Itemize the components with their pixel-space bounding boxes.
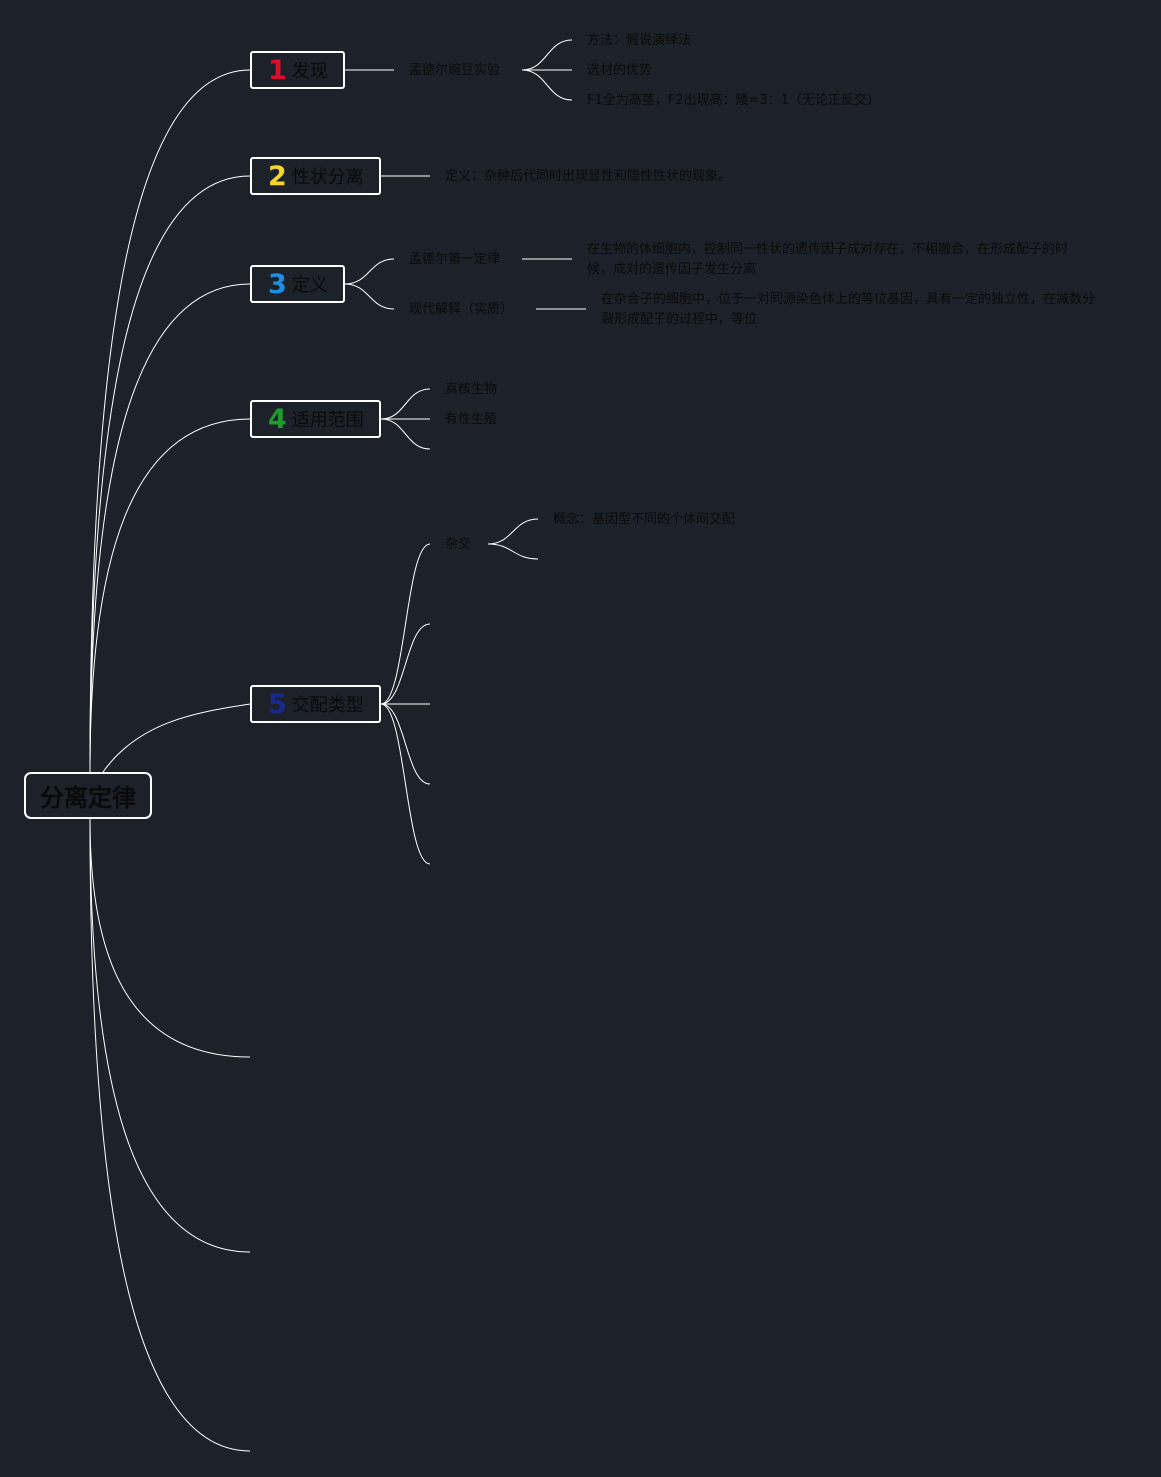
root-to-branch-3 bbox=[89, 283, 251, 773]
branch-label: 定义 bbox=[291, 275, 328, 296]
branch5-to-empty-2 bbox=[380, 623, 431, 705]
number-four-icon: 4 bbox=[268, 403, 287, 435]
root-to-branch-2 bbox=[89, 175, 251, 773]
branch5-to-empty-5 bbox=[380, 703, 431, 865]
leaf-eukaryotes[interactable]: 真核生物 bbox=[445, 382, 498, 397]
modern-interpretation-detail[interactable]: 在杂合子的细胞中，位于一对同源染色体上的等位基因，具有一定的独立性，在减数分裂形… bbox=[601, 292, 1096, 327]
branch3-to-modern bbox=[344, 283, 395, 310]
hybridization-to-concept bbox=[487, 518, 539, 545]
branch-trait-segregation[interactable]: 2 性状分离 bbox=[250, 157, 381, 195]
modern-interpretation[interactable]: 现代解释（实质） bbox=[409, 302, 514, 317]
branch4-to-empty bbox=[380, 418, 431, 450]
branch-label: 交配类型 bbox=[291, 695, 364, 716]
number-one-icon: 1 bbox=[268, 54, 287, 86]
leaf-hybridization-concept[interactable]: 概念：基因型不同的个体间交配 bbox=[553, 512, 736, 527]
branch-definition[interactable]: 3 定义 bbox=[250, 265, 345, 303]
branch-label: 适用范围 bbox=[291, 410, 364, 431]
leaf-f1-f2-ratio[interactable]: F1全为高茎，F2出现高：矮=3：1（无论正反交） bbox=[587, 93, 880, 108]
hybridization-node[interactable]: 杂交 bbox=[445, 537, 472, 552]
root-to-branch-4 bbox=[89, 418, 251, 773]
number-three-icon: 3 bbox=[268, 268, 287, 300]
leaf-segregation-definition[interactable]: 定义：杂种后代同时出现显性和隐性性状的现象。 bbox=[445, 169, 732, 184]
branch5-to-empty-4 bbox=[380, 703, 431, 785]
branch5-to-hybridization bbox=[380, 543, 431, 705]
leaf-sexual-reproduction[interactable]: 有性生殖 bbox=[445, 412, 498, 427]
branch-label: 性状分离 bbox=[291, 167, 364, 188]
branch-mating-types[interactable]: 5 交配类型 bbox=[250, 685, 381, 723]
mendel-pea-experiment[interactable]: 孟德尔豌豆实验 bbox=[409, 63, 501, 78]
branch-scope[interactable]: 4 适用范围 bbox=[250, 400, 381, 438]
root-to-branch-1 bbox=[89, 69, 251, 773]
branch3-to-first-law bbox=[344, 258, 395, 285]
number-two-icon: 2 bbox=[268, 160, 287, 192]
mendel-first-law[interactable]: 孟德尔第一定律 bbox=[409, 252, 501, 267]
root-to-branch-5 bbox=[102, 703, 251, 773]
experiment-to-ratio bbox=[521, 69, 573, 101]
root-node[interactable]: 分离定律 bbox=[24, 772, 152, 819]
root-to-empty-branch-8 bbox=[89, 818, 251, 1452]
first-law-detail[interactable]: 在生物的体细胞内，控制同一性状的遗传因子成对存在，不相融合，在形成配子的时候，成… bbox=[587, 242, 1069, 277]
root-to-empty-branch-7 bbox=[89, 818, 251, 1253]
branch4-to-eukaryotes bbox=[380, 388, 431, 420]
branch-discovery[interactable]: 1 发现 bbox=[250, 51, 345, 89]
leaf-method[interactable]: 方法：假说演绎法 bbox=[587, 33, 692, 48]
branch-label: 发现 bbox=[291, 61, 328, 82]
leaf-material-advantage[interactable]: 选材的优势 bbox=[587, 63, 653, 78]
experiment-to-method bbox=[521, 39, 573, 71]
hybridization-to-empty bbox=[487, 543, 539, 560]
number-five-icon: 5 bbox=[268, 688, 287, 720]
root-to-empty-branch-6 bbox=[89, 818, 251, 1058]
